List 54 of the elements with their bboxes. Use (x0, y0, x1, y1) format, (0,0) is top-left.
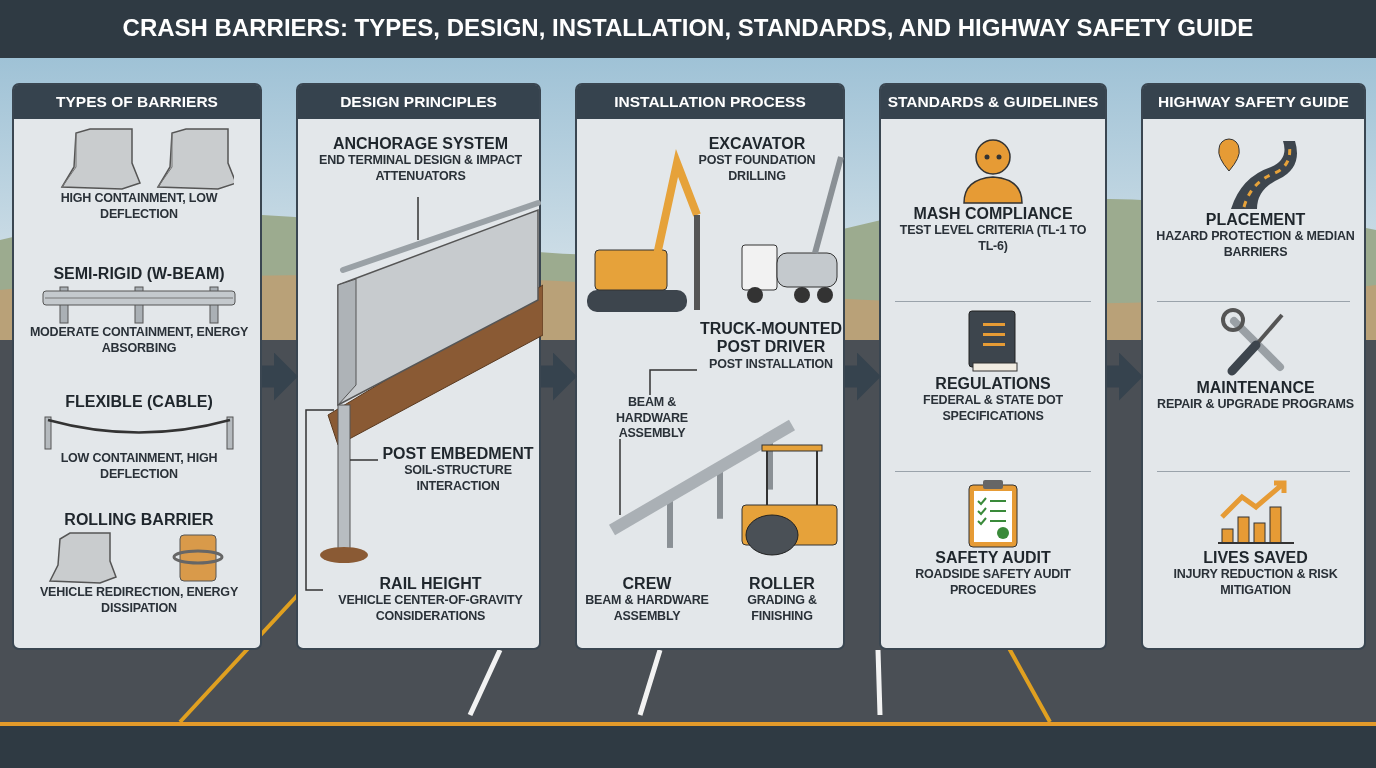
item-description: LOW CONTAINMENT, HIGH DEFLECTION (59, 451, 219, 483)
flow-arrow (845, 352, 881, 401)
item-description: HAZARD PROTECTION & MEDIAN BARRIERS (1155, 229, 1356, 261)
item-description: INJURY REDUCTION & RISK MITIGATION (1172, 567, 1339, 599)
panel-heading: HIGHWAY SAFETY GUIDE (1158, 93, 1349, 111)
item-heading: REGULATIONS (935, 375, 1051, 394)
item-description: POST INSTALLATION (709, 356, 833, 373)
flow-arrow (262, 352, 298, 401)
item-description: MODERATE CONTAINMENT, ENERGY ABSORBING (28, 325, 250, 357)
item-heading: ROLLER (749, 575, 815, 594)
item-heading: CREW (622, 575, 672, 594)
item-heading: FLEXIBLE (CABLE) (65, 393, 213, 412)
item-heading: RAIL HEIGHT (379, 575, 482, 594)
item-description: TEST LEVEL CRITERIA (TL-1 TO TL-6) (898, 223, 1088, 255)
item-description: END TERMINAL DESIGN & IMPACT ATTENUATORS (318, 153, 523, 185)
flow-arrow (541, 352, 577, 401)
item-heading: ANCHORAGE SYSTEM (332, 135, 509, 154)
panel-heading: DESIGN PRINCIPLES (340, 93, 497, 111)
leader-line (417, 196, 419, 241)
section-panel (296, 83, 541, 650)
panel-heading: INSTALLATION PROCESS (614, 93, 806, 111)
flow-arrow (1107, 352, 1143, 401)
leader-line (619, 438, 621, 516)
item-heading: SAFETY AUDIT (935, 549, 1051, 568)
item-heading: MAINTENANCE (1196, 379, 1315, 398)
leader-line (305, 409, 335, 591)
item-description: VEHICLE REDIRECTION, ENERGY DISSIPATION (38, 585, 240, 617)
item-heading: EXCAVATOR (708, 135, 806, 154)
item-description: HIGH CONTAINMENT, LOW DEFLECTION (59, 191, 219, 223)
section-panel (12, 83, 262, 650)
section-panel (879, 83, 1107, 650)
item-description: FEDERAL & STATE DOT SPECIFICATIONS (922, 393, 1064, 425)
item-heading: POST EMBEDMENT (382, 445, 534, 464)
item-heading: ROLLING BARRIER (64, 511, 214, 530)
item-description: GRADING & FINISHING (746, 593, 818, 625)
item-heading: SEMI-RIGID (W-BEAM) (53, 265, 225, 284)
item-heading: MASH COMPLIANCE (913, 205, 1073, 224)
title: CRASH BARRIERS: TYPES, DESIGN, INSTALLATION, STANDARDS, AND HIGHWAY SAFETY GUIDE (121, 14, 1255, 42)
item-description: BEAM & HARDWARE ASSEMBLY (584, 593, 710, 625)
item-description: REPAIR & UPGRADE PROGRAMS (1157, 397, 1354, 413)
panel-heading: STANDARDS & GUIDELINES (887, 93, 1099, 111)
panel-heading: TYPES OF BARRIERS (56, 93, 218, 111)
leader-line (349, 459, 379, 461)
section-panel (575, 83, 845, 650)
item-heading: LIVES SAVED (1203, 549, 1308, 568)
item-description: VEHICLE CENTER-OF-GRAVITY CONSIDERATIONS (337, 593, 524, 625)
item-description: SOIL-STRUCTURE INTERACTION (403, 463, 513, 495)
item-description: ROADSIDE SAFETY AUDIT PROCEDURES (914, 567, 1072, 599)
section-panel (1141, 83, 1366, 650)
leader-line (649, 369, 698, 396)
item-description: POST FOUNDATION DRILLING (697, 153, 817, 185)
item-heading: PLACEMENT (1205, 211, 1306, 230)
item-description: BEAM & HARDWARE ASSEMBLY (615, 395, 689, 442)
item-heading: TRUCK-MOUNTED POST DRIVER (698, 320, 844, 357)
